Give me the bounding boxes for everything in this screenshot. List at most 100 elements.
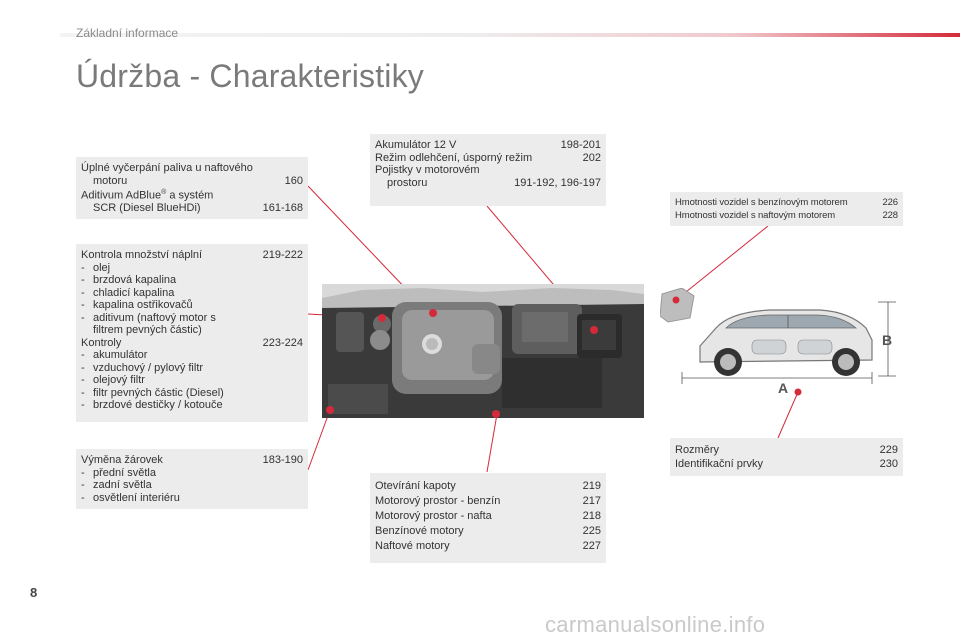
engine-row-label: Naftové motory — [375, 540, 450, 552]
engine-row-label: Motorový prostor - benzín — [375, 495, 501, 507]
engine-row: Motorový prostor - benzín 217 — [375, 494, 601, 509]
list-item: -brzdové destičky / kotouče — [81, 399, 223, 411]
list-item: -chladicí kapalina — [81, 286, 175, 299]
checks-pages: 223-224 — [262, 336, 303, 349]
list-item-text: přední světla — [93, 466, 156, 479]
list-item: -olejový filtr — [81, 374, 145, 386]
dimension-label-b: B — [882, 332, 893, 348]
engine-row-pages: 227 — [582, 540, 601, 552]
engine-row: Benzínové motory 225 — [375, 524, 601, 539]
box-dimensions: Rozměry 229 Identifikační prvky 230 — [670, 438, 903, 476]
load-shedding-pages: 202 — [582, 151, 601, 164]
list-item: -brzdová kapalina — [81, 274, 177, 286]
engine-row-pages: 225 — [582, 525, 601, 537]
engine-row-label: Motorový prostor - nafta — [375, 510, 492, 522]
list-item: -filtr pevných částic (Diesel) — [81, 386, 224, 399]
bulbs-heading: Výměna žárovek — [81, 454, 163, 466]
battery-label: Akumulátor 12 V — [375, 139, 457, 151]
weights-row: Hmotnosti vozidel s benzínovým motorem 22… — [675, 196, 898, 209]
list-item-text: zadní světla — [93, 479, 152, 491]
list-item: -akumulátor — [81, 349, 148, 361]
page-title: Údržba - Charakteristiky — [76, 58, 425, 94]
engine-row-pages: 217 — [582, 495, 601, 507]
levels-heading-row: Kontrola množství náplní 219-222 — [81, 249, 303, 262]
adblue-label: Aditivum AdBlue — [81, 189, 162, 202]
checks-heading: Kontroly — [81, 336, 122, 349]
list-item: -osvětlení interiéru — [81, 491, 180, 504]
fuel-line-1: Úplné vyčerpání paliva u naftového — [81, 162, 253, 174]
checks-heading-row: Kontroly 223-224 — [81, 337, 303, 350]
fuses-pages: 191-192, 196-197 — [514, 176, 601, 189]
box-weights: Hmotnosti vozidel s benzínovým motorem 22… — [670, 192, 903, 226]
fuel-line-1b: motoru — [93, 174, 128, 187]
engine-row-label: Benzínové motory — [375, 525, 464, 537]
list-item-text: kapalina ostřikovačů — [93, 299, 193, 311]
engine-row: Naftové motory 227 — [375, 539, 601, 554]
list-item-text: filtr pevných částic (Diesel) — [93, 386, 224, 399]
engine-row-pages: 218 — [582, 510, 601, 522]
adblue-line-3: SCR (Diesel BlueHDi) — [93, 202, 201, 215]
list-item: filtrem pevných částic) — [81, 324, 303, 337]
car-side-view: B A — [659, 287, 900, 408]
engine-row: Motorový prostor - nafta 218 — [375, 509, 601, 524]
list-item-text: aditivum (naftový motor s — [93, 311, 216, 324]
section-label: Základní informace — [76, 26, 179, 40]
fuses-label: Pojistky v motorovém — [375, 164, 480, 176]
fuel-row-motor: motoru 160 — [81, 175, 303, 188]
levels-heading: Kontrola množství náplní — [81, 249, 203, 261]
engine-bay-illustration — [322, 284, 644, 418]
list-item: -kapalina ostřikovačů — [81, 299, 193, 311]
list-item-text: vzduchový / pylový filtr — [93, 361, 204, 374]
dimension-label-a: A — [778, 380, 789, 396]
adblue-pages: 161-168 — [262, 202, 303, 215]
list-item-text: akumulátor — [93, 349, 148, 361]
weight-icon — [659, 287, 695, 323]
list-item-text: olejový filtr — [93, 374, 145, 386]
dims-row: Rozměry 229 — [675, 443, 898, 457]
list-item-text: filtrem pevných částic) — [93, 324, 202, 336]
list-item-text: osvětlení interiéru — [93, 491, 180, 504]
weights-row: Hmotnosti vozidel s naftovým motorem 228 — [675, 209, 898, 222]
fuses-row: prostoru 191-192, 196-197 — [375, 177, 601, 190]
dims-row-label: Identifikační prvky — [675, 458, 764, 470]
levels-pages: 219-222 — [262, 249, 303, 261]
leader-line-bulbs — [307, 409, 331, 471]
weights-row-label: Hmotnosti vozidel s naftovým motorem — [675, 210, 836, 221]
list-item: -vzduchový / pylový filtr — [81, 361, 204, 374]
list-item-text: brzdové destičky / kotouče — [93, 399, 223, 411]
list-item: -zadní světla — [81, 479, 152, 491]
engine-row-pages: 219 — [582, 480, 601, 492]
dims-row-label: Rozměry — [675, 444, 720, 456]
dims-row-pages: 230 — [879, 458, 898, 470]
box-fuel-adblue: Úplné vyčerpání paliva u naftového motor… — [76, 157, 308, 219]
bulbs-pages: 183-190 — [262, 454, 303, 466]
adblue-suffix: a systém — [166, 189, 214, 202]
adblue-row-scr: SCR (Diesel BlueHDi) 161-168 — [81, 202, 303, 215]
battery-pages: 198-201 — [560, 139, 601, 151]
list-item: -olej — [81, 261, 111, 274]
adblue-line: Aditivum AdBlue® a systém — [81, 187, 303, 202]
weights-row-label: Hmotnosti vozidel s benzínovým motorem — [675, 197, 848, 208]
list-item: -aditivum (naftový motor s — [81, 311, 216, 324]
fuses-label-2: prostoru — [387, 176, 428, 189]
header-gradient-bar — [60, 33, 960, 37]
watermark: carmanualsonline.info — [545, 612, 766, 637]
fuel-pages: 160 — [284, 174, 303, 187]
list-item-text: chladicí kapalina — [93, 286, 175, 299]
list-item-text: brzdová kapalina — [93, 274, 177, 286]
weights-row-pages: 226 — [882, 197, 898, 208]
registered-mark: ® — [161, 189, 167, 196]
load-shedding-label: Režim odlehčení, úsporný režim — [375, 151, 533, 164]
box-bulbs: Výměna žárovek 183-190 -přední světla -z… — [76, 449, 308, 509]
list-item: -přední světla — [81, 466, 156, 479]
dims-row-pages: 229 — [879, 444, 898, 456]
page-number: 8 — [30, 585, 38, 600]
weights-row-pages: 228 — [882, 210, 898, 221]
list-item-text: olej — [93, 261, 111, 274]
leader-line-engine — [486, 413, 498, 473]
dims-row: Identifikační prvky 230 — [675, 457, 898, 471]
box-levels-checks: Kontrola množství náplní 219-222 -olej -… — [76, 244, 308, 422]
bulbs-heading-row: Výměna žárovek 183-190 — [81, 454, 303, 467]
